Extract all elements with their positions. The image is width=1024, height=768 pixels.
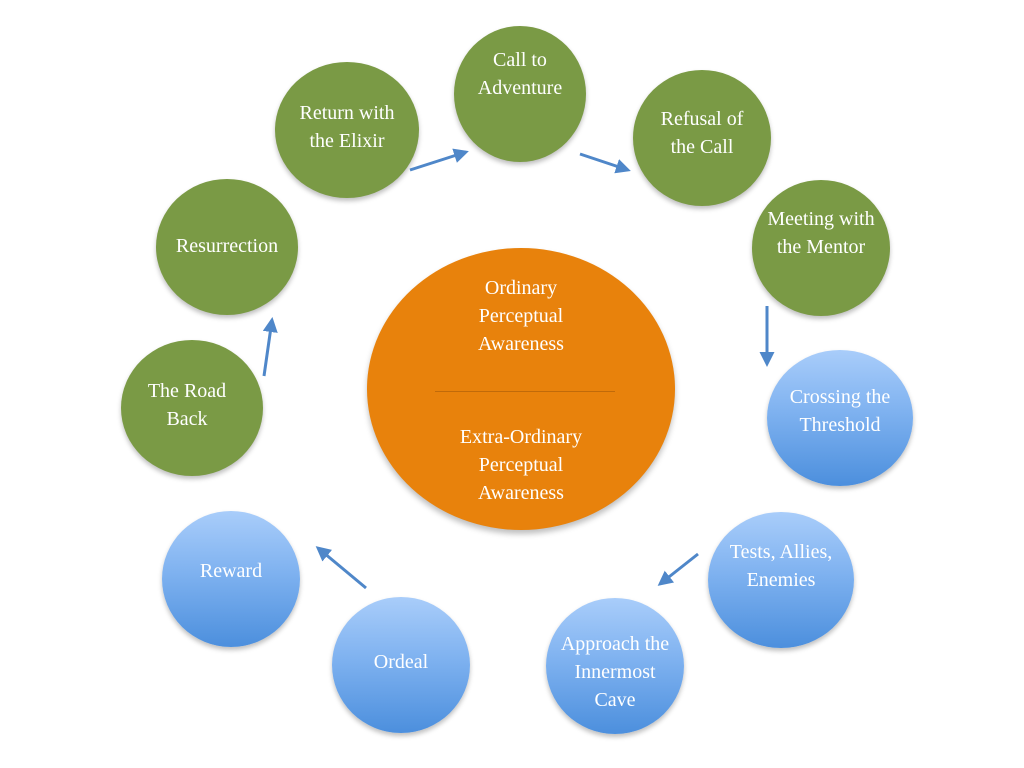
stage-label: The Road Back: [147, 380, 227, 430]
stage-label: Resurrection: [175, 235, 279, 257]
stage-ordeal: Ordeal: [332, 597, 470, 733]
stage-label: Tests, Allies, Enemies: [729, 541, 833, 591]
stage-label: Meeting with the Mentor: [767, 208, 875, 258]
stage-approach-the-innermost-cave: Approach the Innermost Cave: [546, 598, 684, 734]
ordinary-awareness-label: Ordinary Perceptual Awareness: [478, 277, 564, 355]
extra-ordinary-awareness-label: Extra-Ordinary Perceptual Awareness: [459, 426, 583, 504]
stage-call-to-adventure: Call to Adventure: [454, 26, 586, 162]
stage-label: Approach the Innermost Cave: [560, 633, 670, 711]
arrow-ordeal-to-reward: [315, 546, 367, 590]
stage-tests-allies-enemies: Tests, Allies, Enemies: [708, 512, 854, 648]
stage-label: Ordeal: [373, 651, 429, 673]
stage-crossing-the-threshold: Crossing the Threshold: [767, 350, 913, 486]
stage-resurrection: Resurrection: [156, 179, 298, 315]
stage-meeting-with-the-mentor: Meeting with the Mentor: [752, 180, 890, 316]
center-divider: [435, 391, 615, 392]
stage-label: Refusal of the Call: [660, 108, 744, 158]
arrow-call-to-refusal: [579, 152, 631, 174]
stage-reward: Reward: [162, 511, 300, 647]
stage-label: Return with the Elixir: [299, 102, 395, 152]
stage-label: Crossing the Threshold: [789, 386, 891, 436]
stage-return-with-the-elixir: Return with the Elixir: [275, 62, 419, 198]
stage-refusal-of-the-call: Refusal of the Call: [633, 70, 771, 206]
stage-label: Reward: [199, 560, 263, 582]
stage-label: Call to Adventure: [477, 49, 563, 99]
center-awareness-circle: Ordinary Perceptual Awareness Extra-Ordi…: [367, 248, 675, 530]
arrow-tests-to-approach: [657, 552, 699, 586]
stage-the-road-back: The Road Back: [121, 340, 263, 476]
arrow-elixir-to-call: [409, 148, 469, 172]
arrow-roadback-to-resurrection: [262, 317, 278, 377]
